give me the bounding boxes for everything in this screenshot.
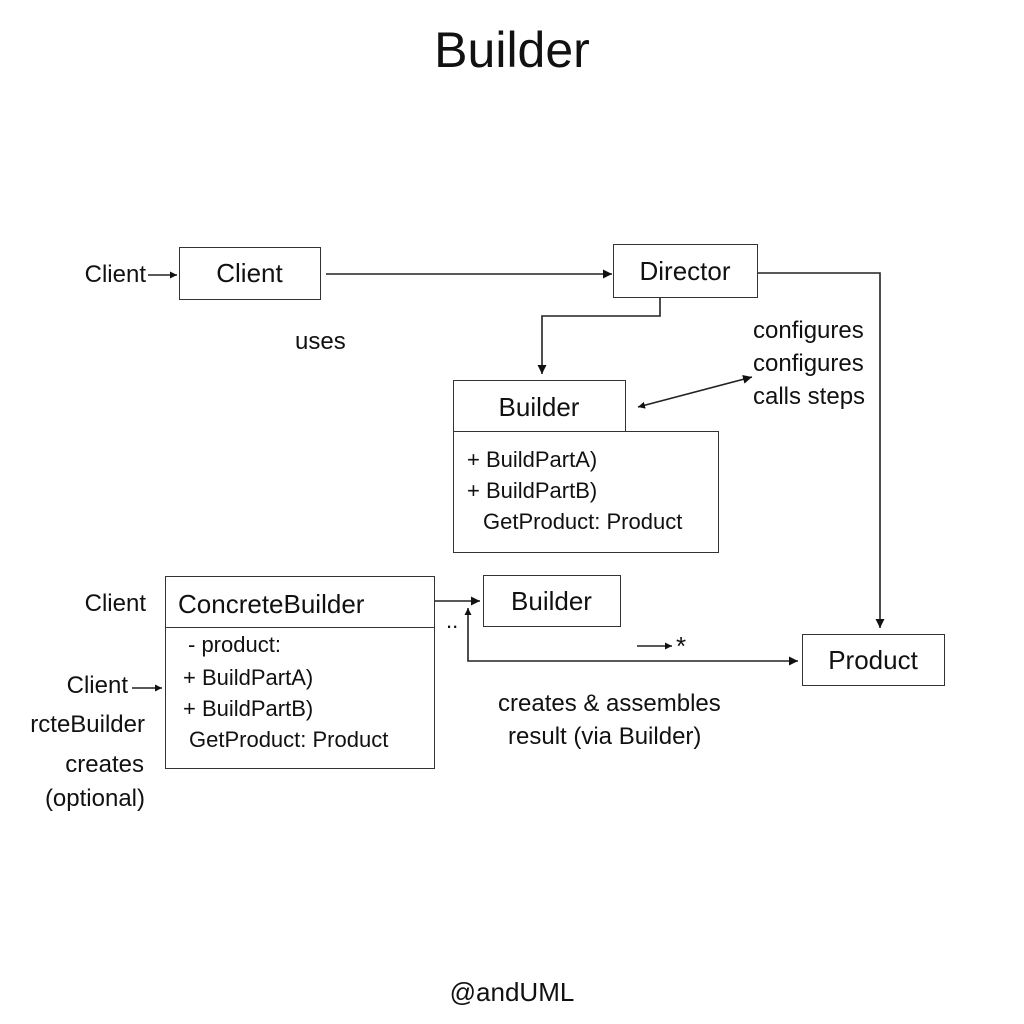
edge-label-star: * (676, 631, 687, 661)
builder-op-build-part-b: + BuildPartB) (467, 478, 598, 503)
arrow-director-to-product (758, 272, 885, 628)
concrete-builder-op-build-part-a: + BuildPartA) (183, 665, 314, 690)
edge-label-result-via-builder: result (via Builder) (508, 723, 702, 750)
concrete-builder-class-box[interactable]: ConcreteBuilder - product: + BuildPartA)… (165, 576, 435, 769)
concrete-builder-op-build-part-b: + BuildPartB) (183, 696, 314, 721)
label-client-top: Client (84, 261, 146, 288)
concrete-builder-class-name: ConcreteBuilder (178, 589, 365, 619)
edge-label-uses: uses (295, 328, 346, 355)
label-concrete-builder-cut: rcteBuilder (30, 711, 145, 738)
arrow-to-product-bottom (464, 608, 798, 666)
edge-label-creates-assembles: creates & assembles (498, 690, 721, 717)
director-class-box[interactable]: Director (613, 244, 758, 298)
diagram-title: Builder (434, 22, 590, 78)
builder-small-class-box[interactable]: Builder (483, 575, 621, 627)
arrow-director-to-builder (537, 298, 661, 374)
concrete-builder-op-get-product: GetProduct: Product (189, 727, 389, 752)
builder-class-name: Builder (498, 392, 580, 422)
label-optional: (optional) (44, 785, 145, 812)
concrete-builder-field-product: - product: (188, 632, 281, 657)
footer-credit: @andUML (449, 977, 575, 1007)
director-class-name: Director (639, 256, 731, 286)
label-creates: creates (65, 751, 144, 778)
product-class-box[interactable]: Product (802, 634, 945, 686)
edge-label-configures-2: configures (753, 350, 864, 377)
label-client-mid: Client (84, 590, 146, 617)
concrete-builder-divider (166, 627, 434, 628)
edge-label-calls-steps: calls steps (753, 383, 866, 410)
label-client-low: Client (66, 672, 128, 699)
builder-small-class-name: Builder (511, 586, 592, 616)
builder-operations-compartment: + BuildPartA) + BuildPartB) GetProduct: … (453, 431, 719, 553)
client-class-box[interactable]: Client (179, 247, 321, 300)
builder-op-get-product: GetProduct: Product (483, 509, 683, 534)
product-class-name: Product (828, 645, 918, 675)
client-class-name: Client (216, 258, 283, 288)
edge-label-configures-1: configures (753, 317, 864, 344)
arrow-builder-configures (637, 374, 753, 409)
edge-label-dots: .. (446, 608, 459, 633)
builder-class-header[interactable]: Builder (453, 380, 626, 433)
builder-op-build-part-a: + BuildPartA) (467, 447, 598, 472)
